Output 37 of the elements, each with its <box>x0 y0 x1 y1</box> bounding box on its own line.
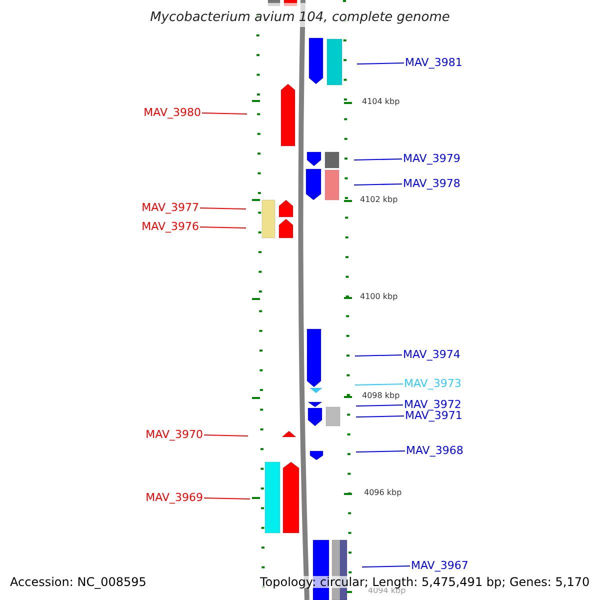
scale-label: 4104 kbp <box>362 98 400 106</box>
leader-line <box>356 62 404 64</box>
gene-label: MAV_3972 <box>404 399 462 410</box>
leader-line <box>202 112 248 114</box>
gene-label: MAV_3976 <box>142 221 199 232</box>
gene-label: MAV_3974 <box>403 349 460 360</box>
leader-line <box>356 416 404 418</box>
leader-line <box>356 450 406 452</box>
leader-line <box>362 566 410 568</box>
scale-label: 4096 kbp <box>364 489 402 497</box>
gene-label: MAV_3973 <box>404 378 462 389</box>
scale-label: 4100 kbp <box>360 293 398 301</box>
gene-label: MAV_3967 <box>411 560 468 571</box>
leader-line <box>200 208 246 210</box>
leader-line <box>354 384 404 386</box>
gene-label: MAV_3969 <box>146 492 203 503</box>
leader-line <box>204 434 248 436</box>
scale-label: 4098 kbp <box>362 392 400 400</box>
gene-label: MAV_3980 <box>144 107 201 118</box>
title: Mycobacterium avium 104, complete genome <box>149 11 451 24</box>
gene-label: MAV_3968 <box>406 445 464 456</box>
scale-label: 4094 kbp <box>368 587 406 595</box>
gene-label: MAV_3971 <box>405 410 462 421</box>
leader-line <box>354 158 402 160</box>
gene-label: MAV_3970 <box>146 429 203 440</box>
gene-label: MAV_3978 <box>403 178 460 189</box>
leader-line <box>354 354 402 356</box>
leader-line <box>204 498 250 500</box>
scale-label: 4102 kbp <box>360 196 398 204</box>
info-text: Accession: NC_008595 <box>10 576 146 588</box>
leader-line <box>200 226 246 228</box>
gene-label: MAV_3979 <box>403 153 460 164</box>
leader-line <box>354 184 402 186</box>
gene-label: MAV_3977 <box>142 202 199 213</box>
gene-label: MAV_3981 <box>405 57 462 68</box>
leader-line <box>356 404 404 406</box>
info-text: Topology: circular; Length: 5,475,491 bp; Genes: 5,170 <box>260 576 590 588</box>
